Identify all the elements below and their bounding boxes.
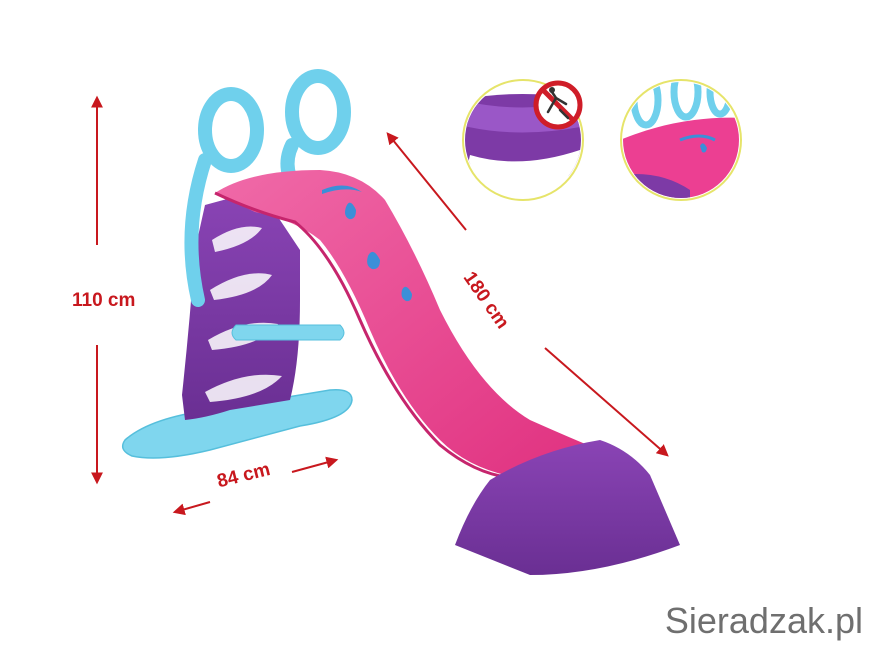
width-dimension-arrow bbox=[172, 456, 339, 516]
slide-end-support bbox=[455, 440, 680, 575]
ladder-frame bbox=[182, 190, 300, 420]
watermark: Sieradzak.pl bbox=[664, 600, 863, 641]
slide-chute bbox=[215, 170, 600, 478]
side-rail bbox=[231, 324, 345, 341]
height-label: 110 cm bbox=[72, 290, 136, 311]
water-drop-decals bbox=[322, 185, 412, 302]
detail-inset-slide-top bbox=[620, 79, 742, 201]
no-climbing-sign-icon bbox=[533, 80, 583, 130]
length-dimension-arrow bbox=[386, 132, 669, 457]
detail-inset-warning bbox=[462, 79, 584, 201]
slide-chute-edge bbox=[214, 191, 521, 480]
